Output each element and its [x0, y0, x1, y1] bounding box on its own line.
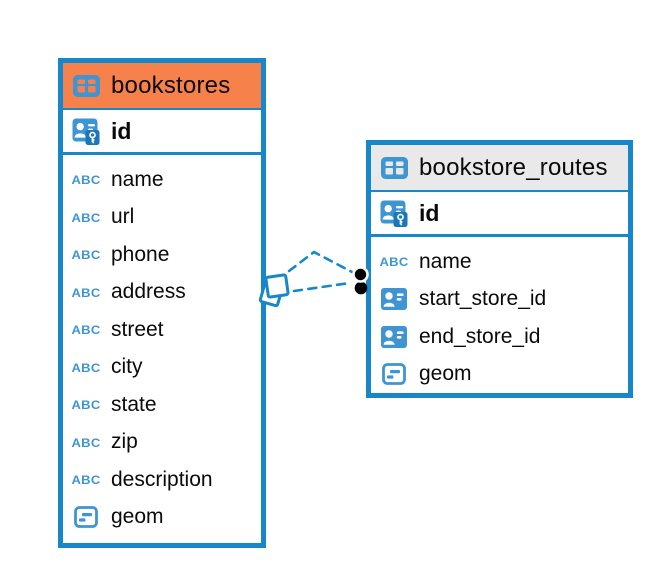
column-name: url [111, 205, 135, 229]
column-name: name [419, 249, 472, 273]
table-icon [379, 156, 409, 179]
column-name: start_store_id [419, 287, 547, 311]
text-icon: ABC [71, 435, 101, 450]
column-row-street[interactable]: ABC street [63, 311, 261, 349]
relationship-line-lower[interactable] [292, 281, 352, 293]
column-name: id [111, 117, 132, 144]
column-row-address[interactable]: ABC address [63, 274, 261, 312]
primary-key-icon [71, 118, 101, 145]
column-name: street [111, 317, 164, 341]
columns-section: ABC name ABC url ABC phone ABC address A… [63, 155, 261, 543]
geometry-icon [379, 363, 409, 386]
table-icon [71, 74, 101, 97]
column-row-description[interactable]: ABC description [63, 461, 261, 499]
geometry-icon [71, 506, 101, 529]
table-bookstore-routes[interactable]: bookstore_routes id ABC name start_store… [366, 140, 633, 398]
relationship-lines [287, 250, 354, 293]
text-icon: ABC [71, 247, 101, 262]
column-name: phone [111, 242, 170, 266]
column-name: id [419, 199, 440, 226]
primary-key-section: id [371, 192, 628, 237]
column-row-zip[interactable]: ABC zip [63, 424, 261, 462]
reference-icon [379, 288, 409, 311]
text-icon: ABC [71, 210, 101, 225]
column-row-end_store_id[interactable]: end_store_id [371, 318, 628, 356]
table-title: bookstores [111, 71, 231, 99]
table-header[interactable]: bookstores [63, 63, 261, 110]
table-header[interactable]: bookstore_routes [371, 145, 628, 192]
text-icon: ABC [71, 360, 101, 375]
text-icon: ABC [71, 172, 101, 187]
table-title: bookstore_routes [419, 153, 608, 181]
column-row-name[interactable]: ABC name [371, 243, 628, 281]
reference-icon [379, 325, 409, 348]
column-row-state[interactable]: ABC state [63, 386, 261, 424]
text-icon: ABC [379, 254, 409, 269]
column-row-city[interactable]: ABC city [63, 349, 261, 387]
text-icon: ABC [71, 397, 101, 412]
text-icon: ABC [71, 285, 101, 300]
table-bookstores[interactable]: bookstores id ABC name ABC url ABC phone… [58, 58, 266, 548]
relationship-line-upper[interactable] [287, 250, 354, 274]
column-row-geom[interactable]: geom [63, 499, 261, 537]
primary-key-icon [379, 200, 409, 227]
column-name: description [111, 467, 213, 491]
column-row-geom[interactable]: geom [371, 356, 628, 394]
column-name: name [111, 167, 164, 191]
column-name: state [111, 392, 157, 416]
text-icon: ABC [71, 472, 101, 487]
column-name: zip [111, 430, 138, 454]
column-name: city [111, 355, 143, 379]
source-square-front [264, 273, 290, 299]
column-row-name[interactable]: ABC name [63, 161, 261, 199]
column-row-id[interactable]: id [371, 192, 628, 234]
column-row-id[interactable]: id [63, 110, 261, 152]
text-icon: ABC [71, 322, 101, 337]
column-name: geom [111, 505, 164, 529]
column-name: address [111, 280, 186, 304]
column-name: geom [419, 362, 472, 386]
column-row-start_store_id[interactable]: start_store_id [371, 281, 628, 319]
columns-section: ABC name start_store_id end_store_id geo… [371, 237, 628, 393]
column-row-phone[interactable]: ABC phone [63, 236, 261, 274]
column-name: end_store_id [419, 324, 541, 348]
primary-key-section: id [63, 110, 261, 155]
column-row-url[interactable]: ABC url [63, 199, 261, 237]
